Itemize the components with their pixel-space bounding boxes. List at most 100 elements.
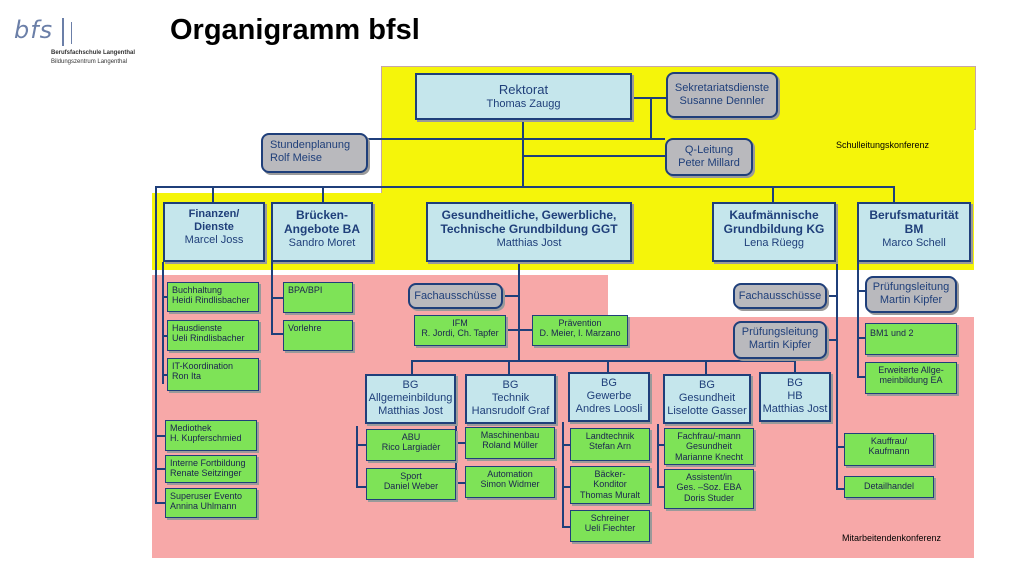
unit-sport[interactable]: Sport Daniel Weber xyxy=(366,468,456,500)
unit-bm1-und-2[interactable]: BM1 und 2 xyxy=(865,323,957,355)
unit-kauffrau-kaufmann[interactable]: Kauffrau/ Kaufmann xyxy=(844,433,934,466)
bm-name: Marco Schell xyxy=(882,236,946,249)
page-title: Organigramm bfsl xyxy=(170,14,420,46)
connector xyxy=(155,186,895,188)
unit-label: Landtechnik xyxy=(585,431,635,441)
bg-label: BG xyxy=(699,379,715,391)
unit-fachfrau-gesundheit[interactable]: Fachfrau/-mann Gesundheit Marianne Knech… xyxy=(664,428,754,465)
bg-gewerbe[interactable]: BG Gewerbe Andres Loosli xyxy=(568,372,650,422)
department-finanzen[interactable]: Finanzen/ Dienste Marcel Joss xyxy=(163,202,265,262)
connector xyxy=(411,360,413,374)
ggt-fachausschuesse[interactable]: Fachausschüsse xyxy=(408,283,503,309)
unit-erweiterte-allgemeinbildung[interactable]: Erweiterte Allge- meinbildung EA xyxy=(865,362,957,394)
unit-label: ABU xyxy=(401,432,421,442)
bg-label: BG xyxy=(601,377,617,389)
connector xyxy=(836,262,838,490)
connector xyxy=(562,422,564,528)
unit-bpa-bpi[interactable]: BPA/BPI xyxy=(283,282,353,313)
bm-title-2: BM xyxy=(904,222,924,237)
unit-landtechnik[interactable]: Landtechnik Stefan Arn xyxy=(570,428,650,461)
connector xyxy=(356,486,366,488)
unit-label: Kauffrau/ xyxy=(870,436,908,446)
bm-title-1: Berufsmaturität xyxy=(869,208,959,222)
connector xyxy=(322,186,324,202)
bm-pruefungsleitung[interactable]: Prüfungsleitung Martin Kipfer xyxy=(865,276,957,313)
connector xyxy=(794,360,796,372)
qleitung-box[interactable]: Q-Leitung Peter Millard xyxy=(665,138,753,176)
connector xyxy=(162,335,167,337)
connector xyxy=(522,155,667,157)
unit-baecker-konditor[interactable]: Bäcker- Konditor Thomas Muralt xyxy=(570,466,650,504)
connector xyxy=(836,446,844,448)
unit-label: Automation xyxy=(487,469,533,479)
connector xyxy=(827,339,837,341)
connector xyxy=(827,295,837,297)
unit-vorlehre[interactable]: Vorlehre xyxy=(283,320,353,351)
unit-schreiner[interactable]: Schreiner Ueli Fiechter xyxy=(570,510,650,542)
unit-person: Ueli Fiechter xyxy=(584,523,636,534)
connector xyxy=(657,424,659,488)
unit-label: Buchhaltung xyxy=(172,285,223,295)
mitarbeitende-label: Mitarbeitendenkonferenz xyxy=(842,533,942,543)
unit-label: IFM xyxy=(452,318,468,328)
ggt-title-2: Technische Grundbildung GGT xyxy=(440,222,618,237)
department-ggt[interactable]: Gesundheitliche, Gewerbliche, Technische… xyxy=(426,202,632,262)
unit-ifm[interactable]: IFM R. Jordi, Ch. Tapfer xyxy=(414,315,506,346)
unit-person: Roland Müller xyxy=(482,440,538,451)
kg-fachausschuesse[interactable]: Fachausschüsse xyxy=(733,283,827,309)
unit-label: Erweiterte Allge- xyxy=(878,365,944,375)
connector xyxy=(508,360,510,374)
unit-abu[interactable]: ABU Rico Largiadèr xyxy=(366,429,456,461)
bg-label: BG xyxy=(502,379,519,391)
connector xyxy=(162,374,167,376)
department-bruecken[interactable]: Brücken- Angebote BA Sandro Moret xyxy=(271,202,373,262)
unit-person: Ron Ita xyxy=(172,371,202,382)
unit-automation[interactable]: Automation Simon Widmer xyxy=(465,466,555,498)
unit-person: Stefan Arn xyxy=(588,441,632,452)
rektorat-name: Thomas Zaugg xyxy=(486,97,561,110)
bg-gesundheit[interactable]: BG Gesundheit Liselotte Gasser xyxy=(663,374,751,424)
unit-label: Interne Fortbildung xyxy=(170,458,246,468)
connector xyxy=(271,297,283,299)
unit-person: Annina Uhlmann xyxy=(170,501,237,512)
bg-area: Gesundheit xyxy=(678,392,736,405)
unit-it-koordination[interactable]: IT-Koordination Ron Ita xyxy=(167,358,259,391)
logo-mark: bfs xyxy=(14,16,54,44)
kg-pruefungsleitung[interactable]: Prüfungsleitung Martin Kipfer xyxy=(733,321,827,359)
unit-superuser-evento[interactable]: Superuser Evento Annina Uhlmann xyxy=(165,488,257,518)
unit-detailhandel[interactable]: Detailhandel xyxy=(844,476,934,498)
bg-allgemeinbildung[interactable]: BG Allgemeinbildung Matthias Jost xyxy=(365,374,456,424)
rektorat-box[interactable]: Rektorat Thomas Zaugg xyxy=(415,73,632,120)
unit-mediothek[interactable]: Mediothek H. Kupferschmied xyxy=(165,420,257,451)
connector xyxy=(562,486,570,488)
connector xyxy=(857,290,865,292)
unit-hausdienste[interactable]: Hausdienste Ueli Rindlisbacher xyxy=(167,320,259,351)
unit-assistent-eba[interactable]: Assistent/in Ges. –Soz. EBA Doris Studer xyxy=(664,469,754,509)
ggt-name: Matthias Jost xyxy=(496,236,562,249)
stundenplanung-box[interactable]: Stundenplanung Rolf Meise xyxy=(261,133,368,173)
unit-label: Assistent/in xyxy=(685,472,733,482)
connector xyxy=(506,329,532,331)
bg-label: BG xyxy=(787,377,803,389)
schulleitung-zone-top-left xyxy=(381,127,382,193)
stundenplanung-title: Stundenplanung xyxy=(270,139,351,151)
connector xyxy=(356,426,358,488)
unit-person: Heidi Rindlisbacher xyxy=(172,295,250,306)
department-kg[interactable]: Kaufmännische Grundbildung KG Lena Rüegg xyxy=(712,202,836,262)
unit-praevention[interactable]: Prävention D. Meier, I. Marzano xyxy=(532,315,628,346)
unit-label: Prävention xyxy=(558,318,602,328)
kg-name: Lena Rüegg xyxy=(744,236,804,249)
connector xyxy=(162,262,164,384)
unit-interne-fortbildung[interactable]: Interne Fortbildung Renate Seitzinger xyxy=(165,455,257,483)
bg-technik[interactable]: BG Technik Hansrudolf Graf xyxy=(465,374,556,424)
sekretariat-box[interactable]: Sekretariatsdienste Susanne Dennler xyxy=(666,72,778,118)
ggt-title-1: Gesundheitliche, Gewerbliche, xyxy=(441,208,617,222)
unit-person: Thomas Muralt xyxy=(579,489,641,500)
connector xyxy=(836,488,844,490)
connector xyxy=(356,444,366,446)
bg-hb[interactable]: BG HB Matthias Jost xyxy=(759,372,831,422)
department-bm[interactable]: Berufsmaturität BM Marco Schell xyxy=(857,202,971,262)
connector xyxy=(705,360,707,374)
unit-maschinenbau[interactable]: Maschinenbau Roland Müller xyxy=(465,427,555,459)
unit-buchhaltung[interactable]: Buchhaltung Heidi Rindlisbacher xyxy=(167,282,259,312)
